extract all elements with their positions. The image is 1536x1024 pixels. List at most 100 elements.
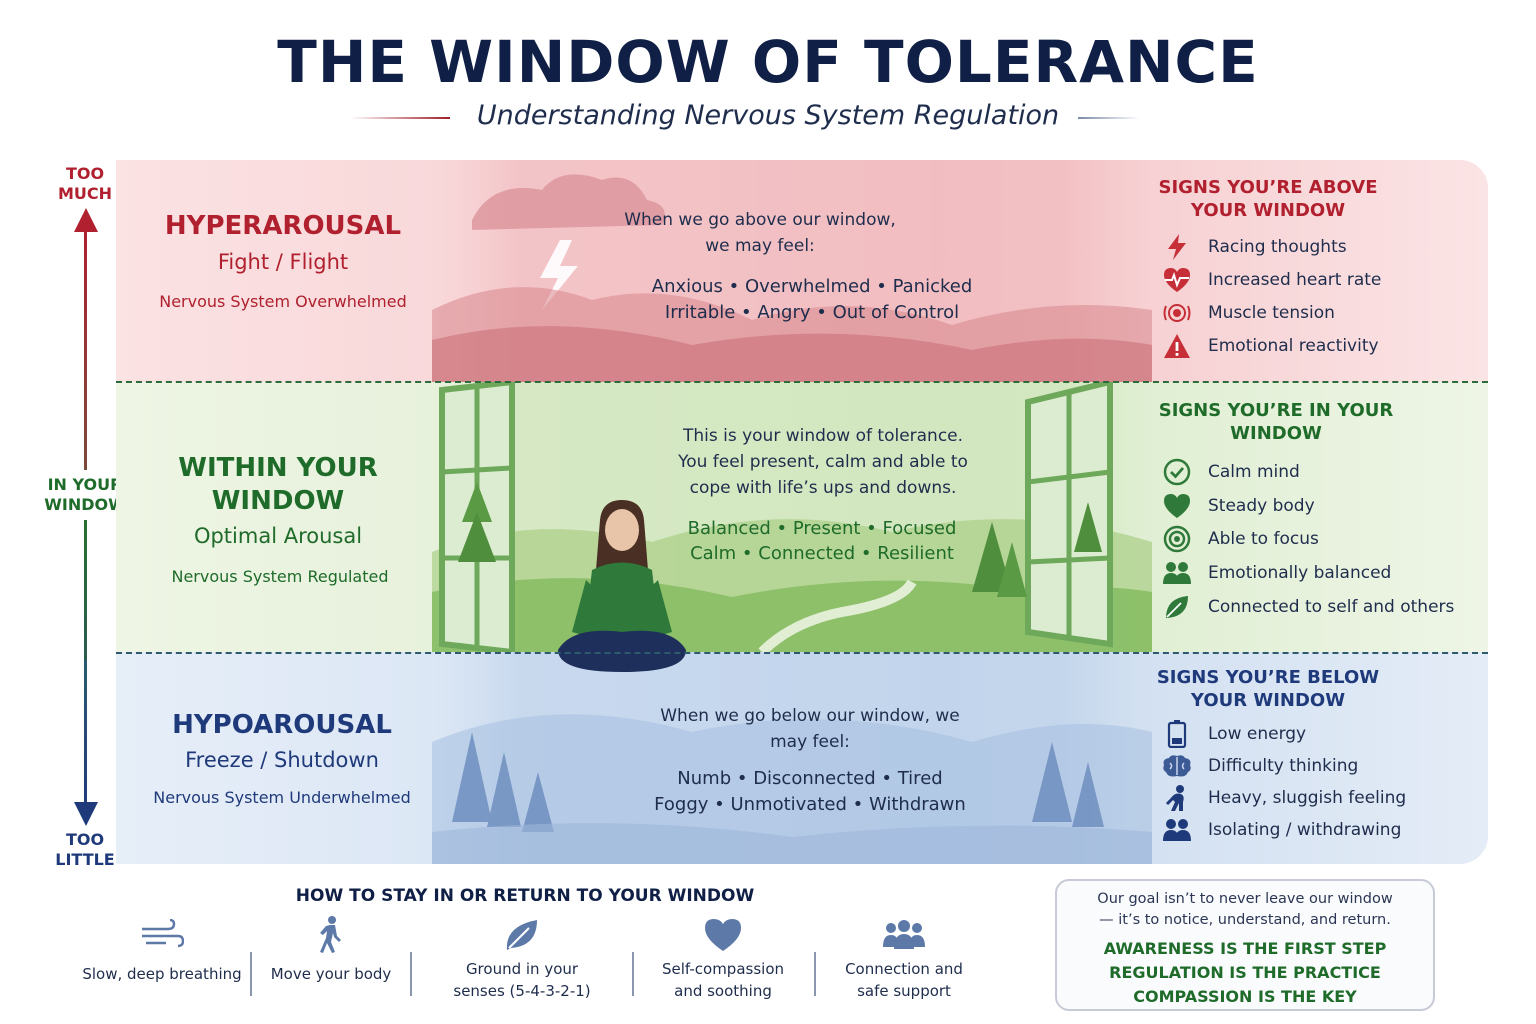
group-icon [832,912,976,958]
strategy-connection: Connection and safe support [832,912,976,1002]
axis-label-bottom: TOO LITTLE [55,830,115,869]
sign-label: Low energy [1208,724,1307,744]
misty-forest-illustration [432,652,1152,864]
target-icon [1162,525,1192,553]
hyper-sign-reactivity: Emotional reactivity [1162,332,1379,360]
axis-line-middle [84,520,87,660]
sign-label: Steady body [1208,496,1315,516]
axis-line-lower [84,660,87,810]
hyper-subtitle: Fight / Flight [217,250,349,274]
within-sign-focus: Able to focus [1162,525,1319,553]
warning-icon [1162,332,1192,360]
goal-text: Our goal isn’t to never leave our window… [1097,891,1393,928]
goal-key-line-2: REGULATION IS THE PRACTICE [1109,963,1381,982]
hyper-sign-racing-thoughts: Racing thoughts [1162,233,1347,261]
within-sign-steady-body: Steady body [1162,492,1315,520]
sign-label: Connected to self and others [1208,597,1455,617]
goal-key-line-3: COMPASSION IS THE KEY [1133,987,1357,1006]
hypo-intro: When we go below our window, we may feel… [660,706,960,752]
strategy-label: Connection and safe support [845,960,963,1000]
hyper-sign-muscle-tension: Muscle tension [1162,299,1335,327]
axis-line-upper [84,230,87,470]
hypo-sign-difficulty-thinking: Difficulty thinking [1162,752,1358,780]
hypo-subtitle: Freeze / Shutdown [185,748,379,772]
hypo-sign-isolating: Isolating / withdrawing [1162,816,1401,844]
hypo-feelings-line1: Numb • Disconnected • Tired [677,768,943,789]
within-intro: This is your window of tolerance. You fe… [678,426,968,498]
slumped-person-icon [1162,784,1192,812]
people-icon [1162,816,1192,844]
strategy-label: Ground in your senses (5-4-3-2-1) [453,960,591,1000]
within-signs-title: SIGNS YOU’RE IN YOUR WINDOW [1158,400,1394,444]
hyper-title: HYPERAROUSAL [164,211,402,241]
hypo-sign-low-energy: Low energy [1162,720,1306,748]
brain-icon [1162,752,1192,780]
within-feelings-line1: Balanced • Present • Focused [687,518,957,539]
hypo-sign-sluggish: Heavy, sluggish feeling [1162,784,1406,812]
hypo-signs-title: SIGNS YOU’RE BELOW YOUR WINDOW [1156,667,1380,711]
sign-label: Heavy, sluggish feeling [1208,788,1407,808]
arrow-down-icon [74,802,98,826]
people-icon [1162,559,1192,587]
goal-key-lines: AWARENESS IS THE FIRST STEP REGULATION I… [1057,937,1433,1009]
strategy-label: Slow, deep breathing [82,965,242,983]
within-sign-calm-mind: Calm mind [1162,458,1300,486]
storm-landscape-illustration [432,160,1152,382]
subtitle-row: Understanding Nervous System Regulation [0,100,1536,134]
goal-callout: Our goal isn’t to never leave our window… [1055,879,1435,1011]
within-sign-connected: Connected to self and others [1162,593,1454,621]
hyper-state: Nervous System Overwhelmed [159,292,407,311]
upper-window-boundary [116,381,1488,383]
sign-label: Muscle tension [1208,303,1335,323]
subtitle-rule-left [350,117,450,119]
sign-label: Increased heart rate [1208,270,1382,290]
walking-icon [262,912,400,958]
sign-label: Emotional reactivity [1208,336,1379,356]
strategy-ground: Ground in your senses (5-4-3-2-1) [432,912,612,1002]
hyper-signs-title: SIGNS YOU’RE ABOVE YOUR WINDOW [1158,177,1378,221]
leaf-icon [1162,593,1192,621]
sign-label: Able to focus [1208,529,1319,549]
check-circle-icon [1162,458,1192,486]
axis-label-middle: IN YOUR WINDOW [40,475,130,515]
divider [250,952,252,996]
within-state: Nervous System Regulated [171,567,389,586]
strategy-breathing: Slow, deep breathing [80,912,244,985]
lightning-icon [1162,233,1192,261]
heart-icon [648,912,798,958]
divider [410,952,412,996]
hyper-sign-heart-rate: Increased heart rate [1162,266,1381,294]
strategy-label: Self-compassion and soothing [661,960,785,1000]
hypo-state: Nervous System Underwhelmed [153,788,411,807]
hyper-feelings-line2: Irritable • Angry • Out of Control [664,302,960,323]
goal-key-line-1: AWARENESS IS THE FIRST STEP [1103,939,1387,958]
axis-label-top: TOO MUCH [57,164,113,203]
page-subtitle: Understanding Nervous System Regulation [476,100,1060,131]
low-battery-icon [1162,720,1192,748]
sign-label: Isolating / withdrawing [1208,820,1402,840]
zones-panel [116,160,1488,864]
heart-icon [1162,492,1192,520]
hypo-feelings-line2: Foggy • Unmotivated • Withdrawn [654,794,966,815]
arrow-up-icon [74,208,98,232]
strategy-label: Move your body [270,965,392,983]
page-title: THE WINDOW OF TOLERANCE [277,28,1259,96]
hyper-feelings-line1: Anxious • Overwhelmed • Panicked [651,276,973,297]
within-feelings-line2: Calm • Connected • Resilient [690,543,954,564]
subtitle-rule-right [1078,117,1140,119]
tension-rings-icon [1162,299,1192,327]
within-sign-balanced: Emotionally balanced [1162,559,1391,587]
within-title: WITHIN YOUR WINDOW [178,453,378,516]
sign-label: Emotionally balanced [1208,563,1392,583]
strategies-title: HOW TO STAY IN OR RETURN TO YOUR WINDOW [295,886,755,906]
strategy-self-compassion: Self-compassion and soothing [648,912,798,1002]
hyper-intro: When we go above our window, we may feel… [624,210,896,256]
divider [632,952,634,996]
strategy-move: Move your body [262,912,400,985]
hypo-title: HYPOAROUSAL [172,710,392,740]
lower-window-boundary [116,652,1488,654]
heartbeat-icon [1162,266,1192,294]
meditating-person-illustration [558,500,686,672]
within-subtitle: Optimal Arousal [193,524,363,548]
divider [814,952,816,996]
